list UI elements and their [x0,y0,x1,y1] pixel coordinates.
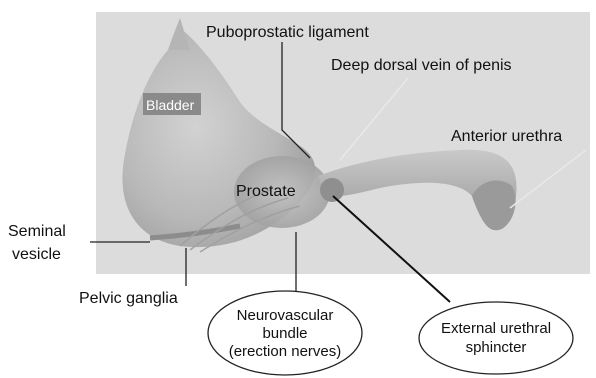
deep-dorsal-vein-label: Deep dorsal vein of penis [331,57,512,74]
sphincter-shape [320,178,344,202]
neurovascular-label-line1: Neurovascular [237,307,334,324]
pelvic-ganglia-label: Pelvic ganglia [79,290,178,307]
puboprostatic-ligament-label: Puboprostatic ligament [206,24,369,41]
seminal-vesicle-label-line1: Seminal [8,223,66,240]
neurovascular-label-line2: bundle [262,325,307,342]
seminal-vesicle-label-line2: vesicle [12,246,61,263]
sphincter-callout [419,302,573,374]
anterior-urethra-label: Anterior urethra [451,128,562,145]
prostate-label: Prostate [236,183,296,200]
sphincter-label-line2: sphincter [466,339,527,356]
neurovascular-label-line3: (erection nerves) [229,343,342,360]
bladder-label: Bladder [146,97,195,113]
sphincter-label-line1: External urethral [441,320,551,337]
